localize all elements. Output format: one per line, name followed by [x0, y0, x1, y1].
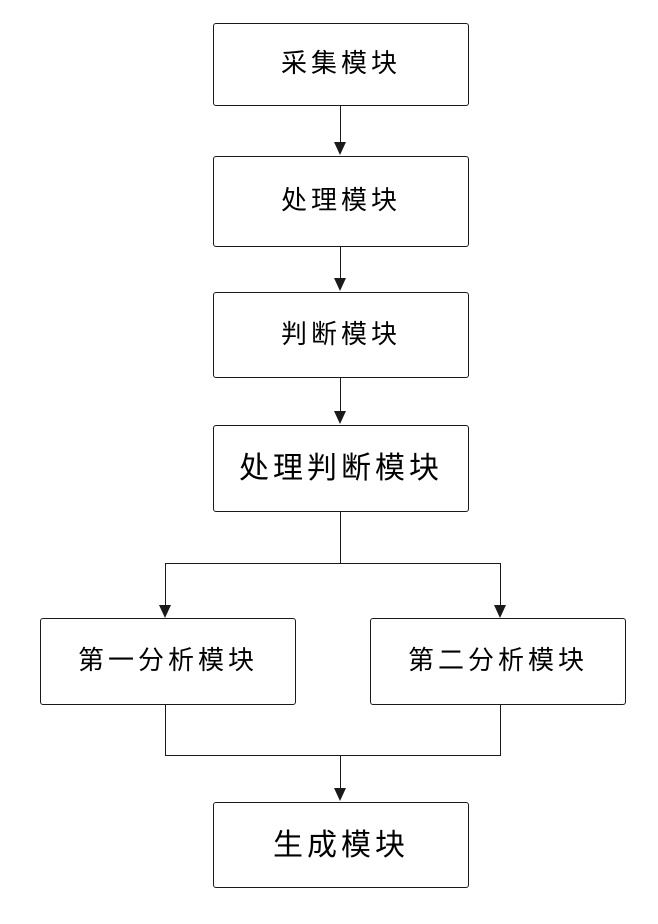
edge-process-judge-split-bus [165, 563, 501, 564]
node-second-analysis-label: 第二分析模块 [407, 646, 588, 677]
edge-process-to-judge-line [340, 247, 341, 279]
node-judge-label: 判断模块 [280, 319, 401, 350]
node-collect[interactable]: 采集模块 [213, 23, 469, 106]
edge-collect-to-process-line [340, 106, 341, 143]
node-first-analysis-label: 第一分析模块 [77, 646, 258, 677]
node-process-label: 处理模块 [280, 186, 401, 217]
node-first-analysis[interactable]: 第一分析模块 [40, 618, 296, 705]
edge-split-to-first-analysis-arrowhead [158, 605, 171, 618]
node-generate[interactable]: 生成模块 [213, 802, 469, 888]
node-collect-label: 采集模块 [280, 49, 401, 80]
edge-process-judge-split-stem [340, 512, 341, 564]
edge-process-to-judge-arrowhead [333, 278, 346, 291]
node-process[interactable]: 处理模块 [213, 156, 469, 247]
edge-collect-to-process-arrowhead [333, 142, 346, 155]
edge-judge-to-process-judge-line [340, 378, 341, 412]
edge-merge-bus [165, 755, 501, 756]
edge-merge-to-generate-arrowhead [333, 788, 346, 801]
node-judge[interactable]: 判断模块 [213, 292, 469, 378]
edge-merge-to-generate-line [340, 755, 341, 789]
edge-second-analysis-to-merge-line [500, 705, 501, 756]
node-generate-label: 生成模块 [273, 827, 409, 863]
edge-split-to-second-analysis-line [500, 563, 501, 607]
edge-split-to-first-analysis-line [165, 563, 166, 607]
node-process-judge-label: 处理判断模块 [239, 451, 443, 486]
edge-split-to-second-analysis-arrowhead [493, 605, 506, 618]
node-second-analysis[interactable]: 第二分析模块 [370, 618, 626, 705]
node-process-judge[interactable]: 处理判断模块 [213, 425, 469, 512]
edge-judge-to-process-judge-arrowhead [333, 411, 346, 424]
edge-first-analysis-to-merge-line [165, 705, 166, 756]
